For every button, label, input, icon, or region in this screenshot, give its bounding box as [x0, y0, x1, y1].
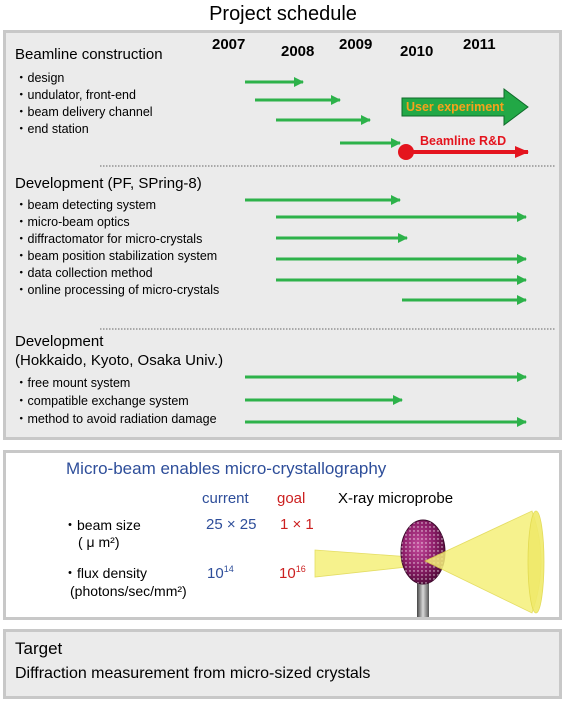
list-item: ・compatible exchange system [15, 394, 189, 408]
year-label: 2010 [400, 43, 434, 60]
list-item: ・data collection method [15, 266, 153, 280]
target-title: Target [15, 639, 63, 658]
target-panel [3, 629, 562, 699]
list-item: ・undulator, front-end [15, 88, 136, 102]
micro-beam-panel [3, 450, 562, 620]
section-subheading-univ: (Hokkaido, Kyoto, Osaka Univ.) [15, 352, 224, 369]
target-description: Diffraction measurement from micro-sized… [15, 665, 371, 682]
list-item: ・micro-beam optics [15, 215, 130, 229]
probe-label: X-ray microprobe [338, 490, 454, 507]
section-heading-beamline: Beamline construction [15, 46, 163, 63]
user-experiment-label: User experiment [406, 100, 504, 114]
row-label-beam-size: ・beam size [63, 517, 141, 533]
list-item: ・method to avoid radiation damage [15, 412, 217, 426]
year-label: 2007 [212, 36, 246, 53]
beam-size-current: 25 × 25 [206, 516, 257, 533]
year-label: 2009 [339, 36, 373, 53]
list-item: ・diffractomator for micro-crystals [15, 232, 203, 246]
row-unit-flux-density: (photons/sec/mm²) [70, 583, 187, 599]
xray-cone-icon [424, 510, 542, 614]
page-title: Project schedule [209, 3, 357, 25]
list-item: ・beam delivery channel [15, 105, 153, 119]
flux-goal: 1016 [279, 564, 306, 582]
row-unit-beam-size: ( μ m²) [78, 534, 120, 550]
pin-mount-icon [417, 583, 429, 617]
list-item: ・free mount system [15, 376, 131, 390]
beamline-rd-label: Beamline R&D [420, 134, 507, 148]
list-item: ・beam position stabilization system [15, 249, 218, 263]
list-item: ・end station [15, 122, 89, 136]
xray-microprobe-illustration [314, 510, 545, 617]
schedule-arrows [100, 77, 556, 427]
user-experiment-arrow [401, 88, 529, 126]
column-header-current: current [202, 490, 249, 507]
beam-size-goal: 1 × 1 [280, 516, 314, 533]
row-label-flux-density: ・flux density [63, 565, 148, 581]
year-label: 2011 [463, 36, 496, 53]
column-header-goal: goal [277, 490, 306, 507]
flux-current: 1014 [207, 564, 234, 582]
micro-beam-title: Micro-beam enables micro-crystallography [66, 459, 387, 478]
section-heading-development-pf: Development (PF, SPring-8) [15, 175, 202, 192]
beamline-rd-start-dot [398, 144, 414, 160]
list-item: ・design [15, 71, 65, 85]
list-item: ・beam detecting system [15, 198, 157, 212]
year-label: 2008 [281, 43, 315, 60]
section-heading-development-univ: Development [15, 333, 104, 350]
list-item: ・online processing of micro-crystals [15, 283, 220, 297]
